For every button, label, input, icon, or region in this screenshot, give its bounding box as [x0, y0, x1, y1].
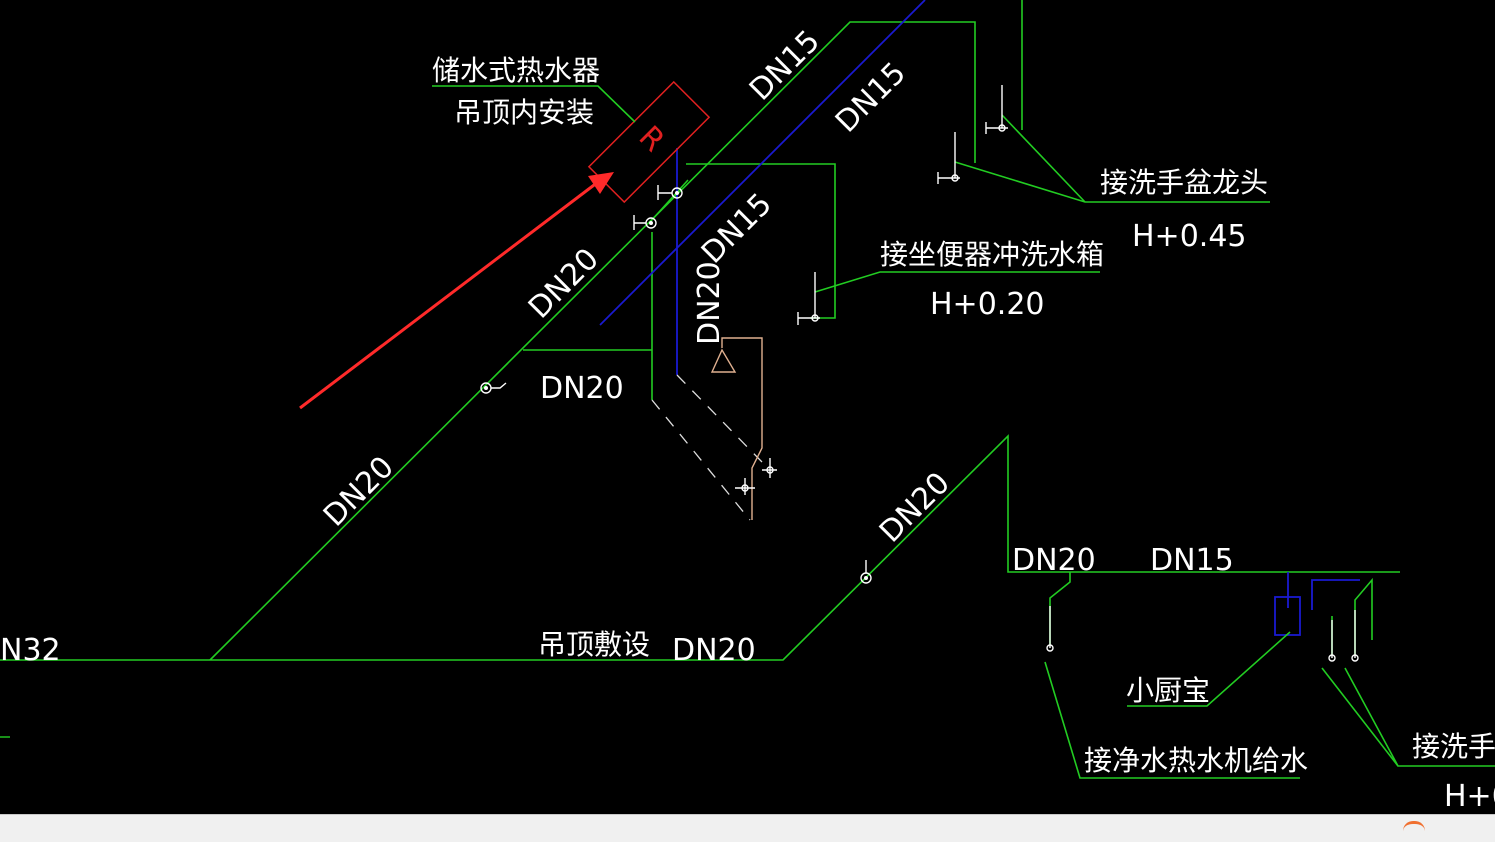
valve-symbols [480, 85, 1359, 662]
heater-title: 储水式热水器 [432, 54, 600, 87]
dn32-label: N32 [0, 633, 61, 668]
faucet-icon [797, 272, 820, 325]
valve-icon [657, 185, 683, 200]
status-bar [0, 814, 1495, 842]
handbasin-height: H+0.45 [1132, 219, 1247, 254]
faucet-icon [937, 132, 960, 184]
valve-icon [860, 560, 872, 584]
handbasin2-height: H+0 [1444, 779, 1495, 812]
faucet-icon [985, 85, 1008, 134]
faucet-icon [1328, 610, 1359, 662]
plumbing-diagram: R [0, 0, 1495, 814]
purifier-label: 接净水热水机给水 [1084, 744, 1308, 777]
pipe-size-label: DN20 [672, 633, 756, 668]
hot-water-pipes [599, 0, 1360, 636]
pipe-size-label: DN20 [692, 261, 727, 345]
ceiling-label: 吊顶敷设 [538, 628, 650, 661]
valve-icon [480, 382, 507, 394]
pipe-size-label: DN15 [743, 24, 827, 108]
pipe-size-label: DN20 [1012, 543, 1096, 578]
pipe-size-label: DN20 [873, 466, 957, 550]
valve-icon [633, 215, 657, 230]
heater-install-note: 吊顶内安装 [454, 96, 594, 129]
pipe-size-label: DN15 [829, 56, 913, 140]
pipe-size-label: DN15 [695, 187, 779, 271]
pipe-size-label: DN20 [522, 242, 606, 326]
leader-lines [432, 85, 1495, 779]
faucet-icon [1046, 606, 1054, 652]
cad-drawing-canvas[interactable]: R [0, 0, 1495, 814]
heater-symbol: R [632, 119, 671, 158]
drain-pipes [651, 374, 763, 521]
kitchen-label: 小厨宝 [1126, 674, 1210, 707]
toilet-height: H+0.20 [930, 287, 1045, 322]
pipe-size-label: DN20 [540, 371, 624, 406]
water-heater: R [587, 80, 711, 204]
annotation-arrow [299, 172, 614, 410]
handbasin2-label: 接洗手盆 [1412, 730, 1495, 763]
vent-lines [710, 337, 763, 520]
status-indicator-icon [1403, 821, 1425, 838]
pipe-size-label: DN15 [1150, 543, 1234, 578]
faucet-icon [735, 458, 777, 495]
pipe-size-label: DN20 [317, 450, 401, 534]
toilet-label: 接坐便器冲洗水箱 [880, 238, 1104, 271]
handbasin-label: 接洗手盆龙头 [1100, 166, 1268, 199]
